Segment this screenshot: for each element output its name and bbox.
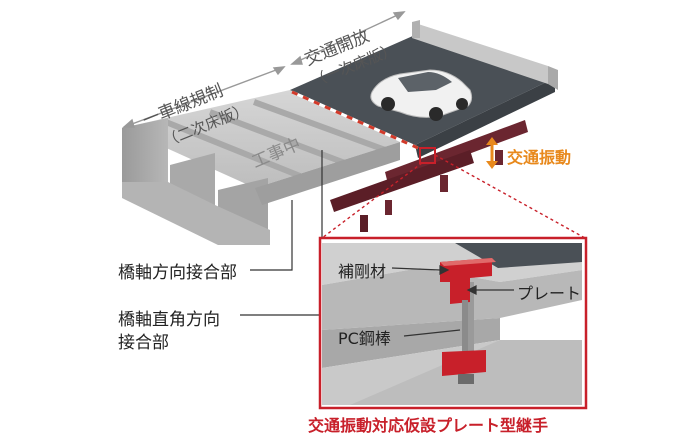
label-vibration: 交通振動 — [507, 148, 572, 167]
dimension-arrows — [122, 11, 406, 128]
label-bridge-axis-joint: 橋軸方向接合部 — [118, 263, 237, 283]
leader-dotted-right — [434, 154, 586, 239]
detail-illustration — [322, 243, 582, 405]
leader-dotted-left — [321, 162, 423, 239]
deck-concrete — [122, 90, 400, 245]
vibration-arrow — [486, 137, 498, 169]
detail-caption: 交通振動対応仮設プレート型継手 — [308, 416, 549, 435]
label-plate: プレート — [517, 284, 582, 303]
girders — [330, 120, 528, 232]
label-stiffener: 補剛材 — [338, 262, 387, 281]
car-illustration — [370, 69, 473, 121]
label-perp-joint-1: 橋軸直角方向 — [118, 310, 220, 330]
detail-leaders — [391, 265, 514, 337]
label-perp-joint-2: 接合部 — [118, 333, 169, 353]
label-pc-bar: PC鋼棒 — [338, 329, 391, 348]
